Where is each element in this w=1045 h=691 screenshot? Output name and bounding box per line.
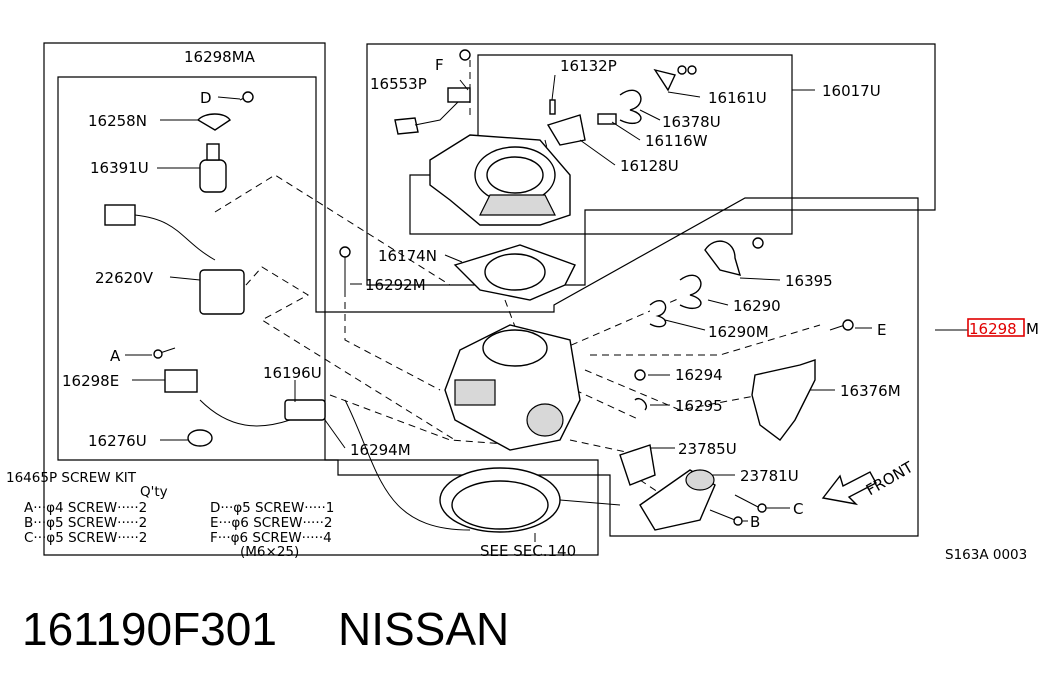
label-16174n[interactable]: 16174N <box>378 247 437 265</box>
screw-kit-row-b: B···φ5 SCREW·····2 <box>24 515 147 531</box>
part-sketches <box>104 49 854 533</box>
highlight-box <box>967 318 1025 337</box>
label-16294m[interactable]: 16294M <box>350 441 411 459</box>
screw-kit-note: (M6×25) <box>240 544 299 560</box>
label-16276u[interactable]: 16276U <box>88 432 147 450</box>
label-16258n[interactable]: 16258N <box>88 112 147 130</box>
label-16116w[interactable]: 16116W <box>645 132 708 150</box>
connector-22620v <box>104 204 136 226</box>
label-16295[interactable]: 16295 <box>675 397 723 415</box>
footer-part-number: 161190F301 <box>22 603 277 655</box>
clamp-16276u <box>187 429 213 447</box>
label-16298-highlight[interactable]: 16298 <box>969 320 1017 338</box>
screw-kit-table: 16465P SCREW KIT Q'ty A···φ4 SCREW·····2… <box>6 470 334 560</box>
spring-16290m <box>649 299 667 328</box>
footer: 161190F301 NISSAN <box>22 603 509 655</box>
label-16378u[interactable]: 16378U <box>662 113 721 131</box>
label-c[interactable]: C <box>793 500 803 518</box>
label-16298e[interactable]: 16298E <box>62 372 119 390</box>
label-16290m[interactable]: 16290M <box>708 323 769 341</box>
label-see-sec[interactable]: SEE SEC.140 <box>480 542 576 560</box>
label-16294[interactable]: 16294 <box>675 366 723 384</box>
label-16128u[interactable]: 16128U <box>620 157 679 175</box>
label-b[interactable]: B <box>750 513 760 531</box>
plate-23785u <box>619 444 656 486</box>
screw-kit-row-d: D···φ5 SCREW·····1 <box>210 500 334 516</box>
screw-kit-qty-header: Q'ty <box>140 484 168 500</box>
label-23781u[interactable]: 23781U <box>740 467 799 485</box>
label-16395[interactable]: 16395 <box>785 272 833 290</box>
label-16017u[interactable]: 16017U <box>822 82 881 100</box>
footer-brand: NISSAN <box>338 603 509 655</box>
front-arrow-icon <box>821 471 877 506</box>
screw-kit-title: 16465P SCREW KIT <box>6 470 137 486</box>
label-front: FRONT <box>863 458 917 500</box>
spring-16378u <box>619 89 642 125</box>
module-22620v <box>199 269 245 315</box>
spring-16290 <box>679 274 702 310</box>
label-16290[interactable]: 16290 <box>733 297 781 315</box>
connector-16298e <box>164 369 198 393</box>
leader-lines <box>125 74 968 542</box>
label-22620v[interactable]: 22620V <box>95 269 154 287</box>
label-16553p[interactable]: 16553P <box>370 75 427 93</box>
label-f[interactable]: F <box>435 56 444 74</box>
clip-16258n <box>196 113 231 131</box>
reference-code: S163A 0003 <box>945 547 1027 563</box>
screw-kit-row-a: A···φ4 SCREW·····2 <box>24 500 147 516</box>
label-d[interactable]: D <box>200 89 212 107</box>
connector-16553p <box>394 117 419 135</box>
label-e[interactable]: E <box>877 321 886 339</box>
sensor-16391u <box>199 159 227 193</box>
part-labels: 16298MA F 16553P 16132P 16017U 16161U 16… <box>62 48 1039 563</box>
screw-kit-row-f: F···φ6 SCREW·····4 <box>210 530 332 546</box>
lever-16395 <box>704 240 742 276</box>
label-23785u[interactable]: 23785U <box>678 440 737 458</box>
bracket-16376m <box>751 359 816 441</box>
label-16391u[interactable]: 16391U <box>90 159 149 177</box>
label-16298-suffix[interactable]: M <box>1026 320 1039 338</box>
sensor-16196u <box>284 399 326 421</box>
label-16161u[interactable]: 16161U <box>708 89 767 107</box>
label-16132p[interactable]: 16132P <box>560 57 617 75</box>
label-16298ma[interactable]: 16298MA <box>184 48 256 66</box>
label-16292m[interactable]: 16292M <box>365 276 426 294</box>
screw-kit-row-e: E···φ6 SCREW·····2 <box>210 515 333 531</box>
label-16376m[interactable]: 16376M <box>840 382 901 400</box>
label-a[interactable]: A <box>110 347 121 365</box>
label-16196u[interactable]: 16196U <box>263 364 322 382</box>
screw-kit-row-c: C···φ5 SCREW·····2 <box>24 530 147 546</box>
